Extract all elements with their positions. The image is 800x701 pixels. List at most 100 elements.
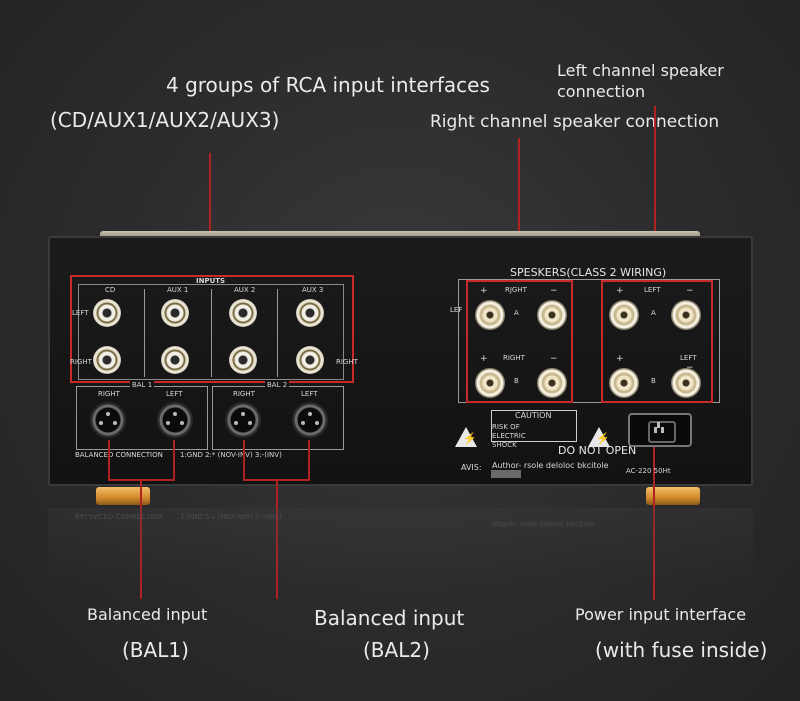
binding-post-right-a-plus[interactable]: [475, 300, 505, 330]
binding-post-left-b-plus[interactable]: [609, 368, 639, 398]
minus-sign: −: [686, 286, 694, 296]
sp-left-bottom-label: LEFT: [680, 354, 697, 362]
lightning-icon: ⚡: [596, 433, 610, 445]
rca-inputs-label: 4 groups of RCA input interfaces: [166, 73, 490, 97]
cd-label: CD: [105, 286, 116, 294]
power-label: Power input interface: [575, 605, 747, 624]
xlr-jack-bal2-right[interactable]: [225, 402, 261, 438]
do-not-open-text: DO NOT OPEN: [558, 444, 637, 457]
rca-jack-cd-right[interactable]: [93, 346, 121, 374]
bal2-leader-vline: [308, 440, 310, 481]
sp-right-top-label: RJGHT: [505, 286, 527, 294]
rca-divider: [144, 289, 145, 377]
rca-jack-aux1-right[interactable]: [161, 346, 189, 374]
xlr-left-label: LEFT: [301, 390, 318, 398]
shock-warning-icon: ⚡: [455, 427, 477, 447]
minus-sign: −: [550, 286, 558, 296]
xlr-jack-bal1-right[interactable]: [90, 402, 126, 438]
plus-sign: +: [480, 354, 488, 364]
gold-foot-right: [646, 487, 700, 505]
inputs-title: INPUTS: [196, 277, 226, 285]
rca-jack-aux2-left[interactable]: [229, 299, 257, 327]
bal2-sublabel: (BAL2): [363, 638, 430, 662]
terminal-b-label: B: [514, 377, 519, 385]
xlr-left-label: LEFT: [166, 390, 183, 398]
surface-reflection: [48, 508, 753, 588]
plus-sign: +: [480, 286, 488, 296]
rca-inputs-sublabel: (CD/AUX1/AUX2/AUX3): [50, 108, 280, 132]
bal2-leader-vline: [243, 440, 245, 481]
rca-leader-line: [209, 153, 211, 275]
rca-right-label: RIGHT: [70, 358, 92, 366]
risk-text: RISK OF ELECTRIC SHOCK: [492, 423, 526, 449]
power-leader-line: [653, 440, 655, 600]
redaction-block: [491, 470, 521, 478]
aux3-label: AUX 3: [302, 286, 324, 294]
xlr-right-label: RIGHT: [98, 390, 120, 398]
left-speaker-leader-line: [654, 106, 656, 280]
terminal-a-label: A: [514, 309, 519, 317]
avis-text: AVIS:: [461, 463, 482, 472]
xlr-jack-bal2-left[interactable]: [292, 402, 328, 438]
terminal-b-label: B: [651, 377, 656, 385]
rca-right-label-2: RIGHT: [336, 358, 358, 366]
rca-jack-aux1-left[interactable]: [161, 299, 189, 327]
sp-right-bottom-label: RIGHT: [503, 354, 525, 362]
rca-jack-aux3-left[interactable]: [296, 299, 324, 327]
ac-rating-text: AC-220 50Ht: [626, 467, 671, 475]
aux2-label: AUX 2: [234, 286, 256, 294]
power-sublabel: (with fuse inside): [595, 638, 768, 662]
sp-left-top-label: LEFT: [644, 286, 661, 294]
lightning-icon: ⚡: [463, 433, 477, 445]
right-speaker-label: Right channel speaker connection: [430, 112, 720, 132]
author-note-text: Author- rsole deloloc bkcitole: [492, 461, 609, 470]
aux1-label: AUX 1: [167, 286, 189, 294]
left-speaker-highlight: [601, 280, 713, 403]
bal2-leader-line: [276, 479, 278, 599]
rca-jack-cd-left[interactable]: [93, 299, 121, 327]
xlr-jack-bal1-left[interactable]: [157, 402, 193, 438]
right-speaker-highlight: [466, 280, 573, 403]
binding-post-left-a-minus[interactable]: [671, 300, 701, 330]
binding-post-right-b-plus[interactable]: [475, 368, 505, 398]
rca-left-label: LEFT: [72, 309, 89, 317]
binding-post-right-a-minus[interactable]: [537, 300, 567, 330]
plus-sign: +: [616, 286, 624, 296]
minus-sign: −: [550, 354, 558, 364]
rca-inputs-highlight: [70, 275, 354, 383]
speaker-lef-label: LEF: [450, 306, 463, 314]
rca-jack-aux2-right[interactable]: [229, 346, 257, 374]
binding-post-left-b-minus[interactable]: [671, 368, 701, 398]
bal1-label: Balanced input: [87, 605, 208, 624]
bal2-title: BAL 2: [265, 381, 290, 389]
binding-post-left-a-plus[interactable]: [609, 300, 639, 330]
pin-legend-text: 1:GND 2:* (NOV-INV) 3:-(INV): [180, 451, 282, 459]
bal2-label: Balanced input: [314, 606, 465, 630]
plus-sign: +: [616, 354, 624, 364]
reflected-text: BALANCED CONNECTION: [75, 512, 163, 520]
caution-label-box: [491, 410, 577, 442]
binding-post-right-b-minus[interactable]: [537, 368, 567, 398]
bal1-sublabel: (BAL1): [122, 638, 189, 662]
left-speaker-sublabel: connection: [557, 82, 646, 101]
shock-warning-icon: ⚡: [588, 427, 610, 447]
power-inlet[interactable]: [628, 413, 692, 447]
bal1-leader-line: [140, 479, 142, 599]
right-speaker-leader-line: [518, 138, 520, 280]
amp-top-lid: [100, 231, 700, 239]
bal1-title: BAL 1: [130, 381, 155, 389]
bal1-leader-vline: [173, 440, 175, 481]
left-speaker-label: Left channel speaker: [557, 61, 724, 80]
gold-foot-left: [96, 487, 150, 505]
speakers-title: SPESKERS(CLASS 2 WIRING): [510, 266, 667, 279]
reflected-text: 1:GND 2:* (NOV-INV) 3:-(INV): [180, 512, 282, 520]
terminal-a-label: A: [651, 309, 656, 317]
rca-jack-aux3-right[interactable]: [296, 346, 324, 374]
rca-inputs-panel: [78, 284, 344, 380]
caution-text: CAUTION: [515, 411, 552, 420]
xlr-right-label: RIGHT: [233, 390, 255, 398]
speaker-panel: [458, 279, 720, 403]
bal1-leader-vline: [108, 440, 110, 481]
rca-divider: [211, 289, 212, 377]
